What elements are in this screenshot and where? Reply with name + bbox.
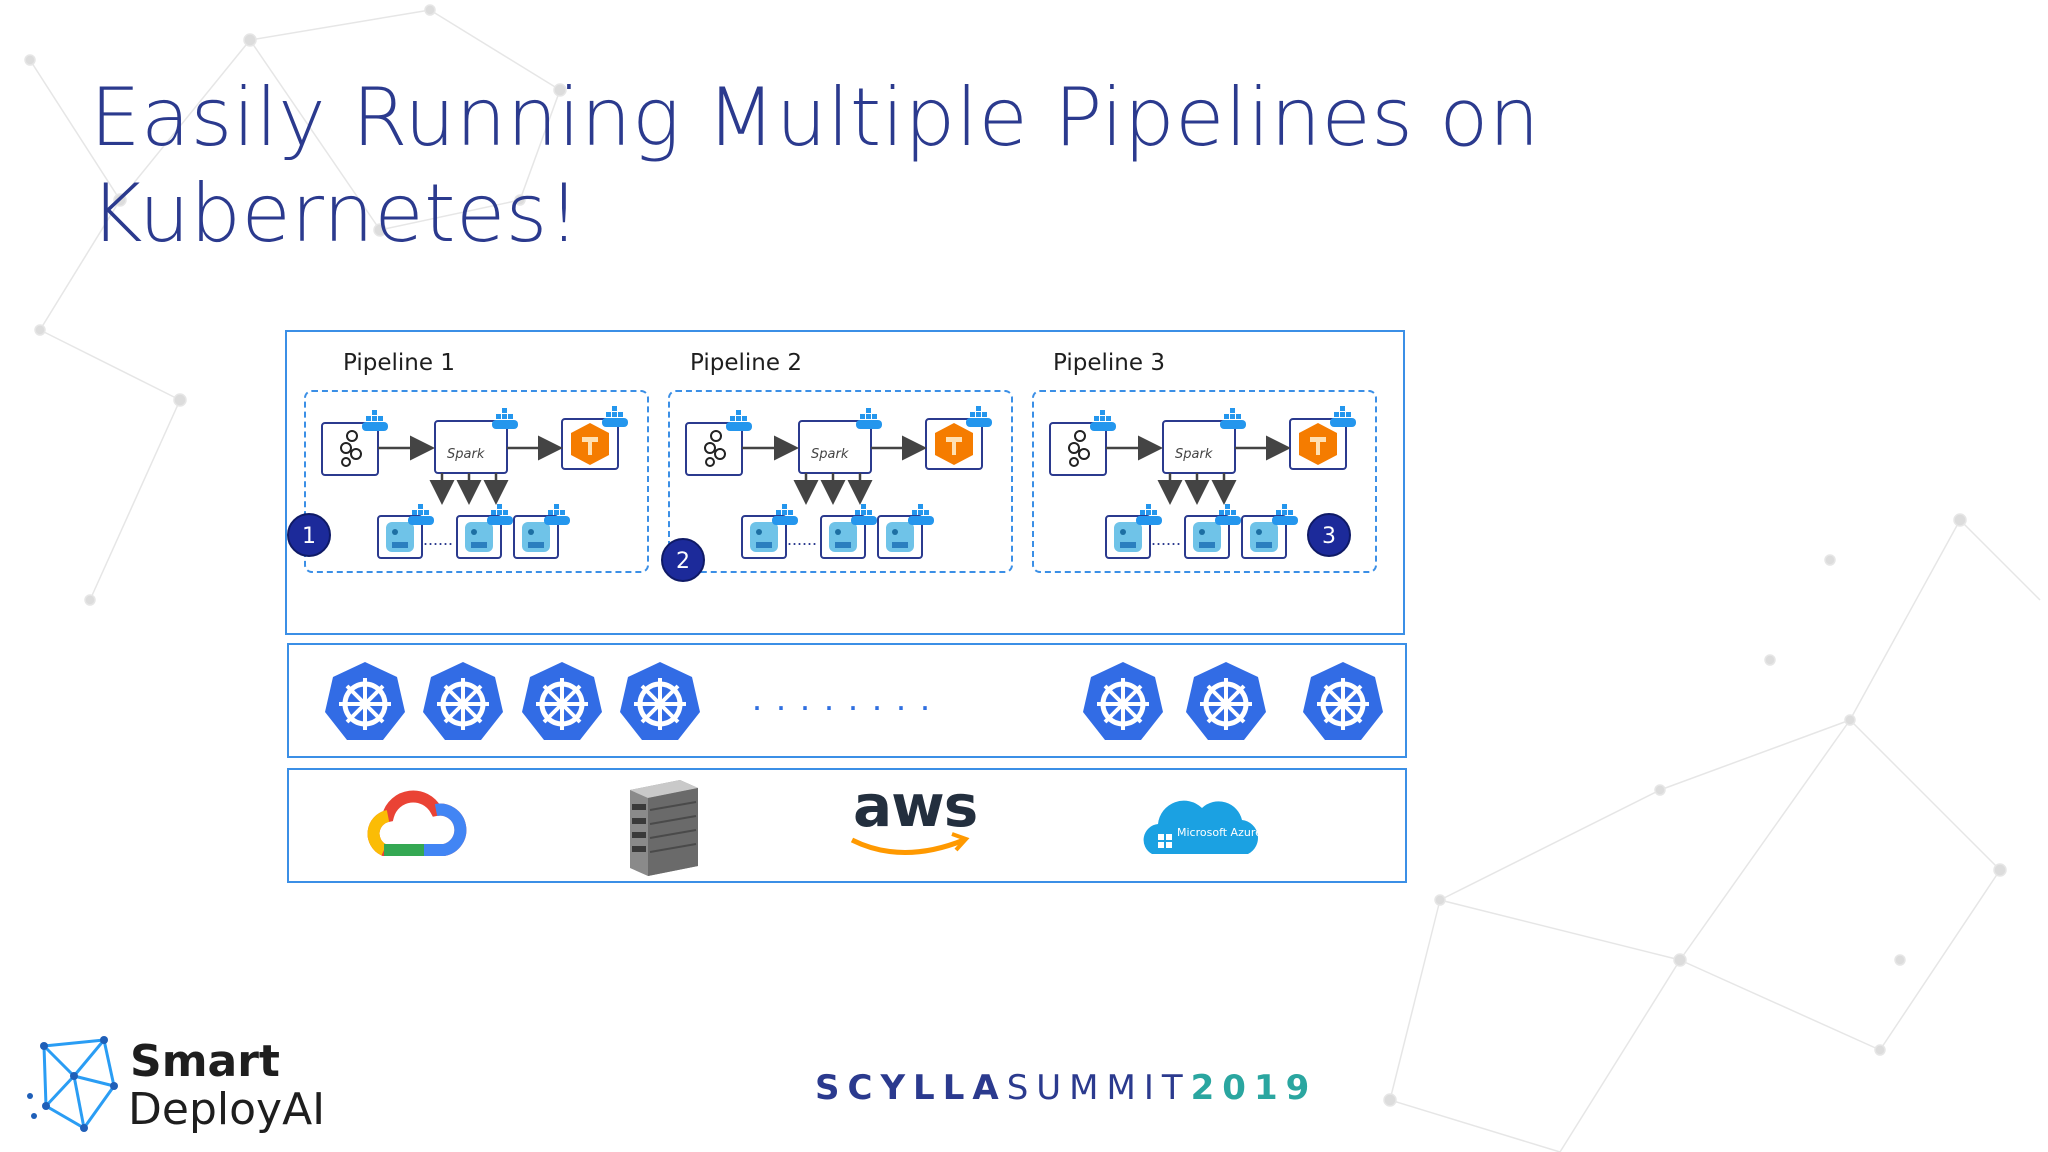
pipeline-label-1: Pipeline 1 bbox=[343, 350, 455, 376]
pipeline-badge-2: 2 bbox=[661, 538, 705, 582]
svg-text:......: ...... bbox=[423, 529, 453, 549]
google-cloud-icon bbox=[367, 790, 467, 856]
brand-name-line-1: Smart bbox=[130, 1036, 280, 1087]
smartdeployai-logo-icon bbox=[27, 1036, 118, 1132]
pipeline-frame-2 bbox=[668, 390, 1013, 573]
svg-text:Spark: Spark bbox=[447, 447, 485, 462]
svg-text:......: ...... bbox=[1151, 529, 1181, 549]
title-line-2: Kubernetes! bbox=[90, 167, 581, 260]
brand-name-line-2: DeployAI bbox=[128, 1084, 326, 1135]
slide-title: Easily Running Multiple Pipelines on Kub… bbox=[90, 70, 1690, 262]
server-rack-icon bbox=[630, 780, 698, 876]
pipeline-frame-1 bbox=[304, 390, 649, 573]
pipeline-frame-3 bbox=[1032, 390, 1377, 573]
scylla-summit-logo: SCYLLASUMMIT2019 bbox=[815, 1068, 1317, 1108]
svg-text:Spark: Spark bbox=[811, 447, 849, 462]
summit-part-year: 2019 bbox=[1190, 1068, 1318, 1108]
aws-icon bbox=[850, 832, 970, 855]
pipeline-label-2: Pipeline 2 bbox=[690, 350, 802, 376]
azure-icon bbox=[1143, 800, 1258, 854]
pipelines-container bbox=[285, 330, 1405, 635]
svg-text:Spark: Spark bbox=[1175, 447, 1213, 462]
azure-logo-text: Microsoft Azure bbox=[1177, 826, 1262, 839]
kubernetes-nodes-row bbox=[287, 643, 1407, 758]
title-line-1: Easily Running Multiple Pipelines on bbox=[90, 71, 1540, 164]
pipeline-2-graph: Spark ...... bbox=[685, 406, 992, 559]
summit-part-summit: SUMMIT bbox=[1006, 1068, 1191, 1108]
aws-logo-text: aws bbox=[853, 772, 978, 840]
pipeline-3-graph: Spark ...... bbox=[1049, 406, 1356, 559]
infrastructure-row bbox=[287, 768, 1407, 883]
summit-part-scylla: SCYLLA bbox=[815, 1068, 1007, 1108]
svg-text:......: ...... bbox=[787, 529, 817, 549]
pipeline-label-3: Pipeline 3 bbox=[1053, 350, 1165, 376]
pipeline-badge-1: 1 bbox=[287, 513, 331, 557]
pipeline-1-graph: Spark ...... bbox=[321, 406, 628, 559]
pipeline-badge-3: 3 bbox=[1307, 513, 1351, 557]
